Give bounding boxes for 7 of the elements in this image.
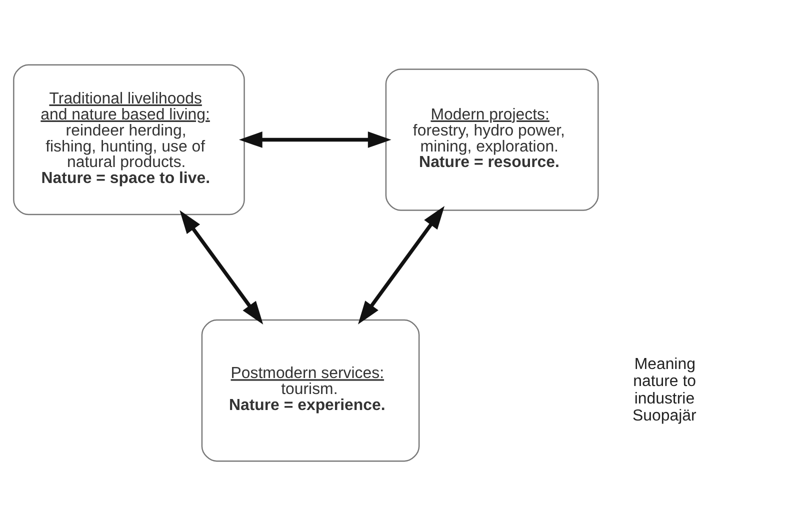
node-box: Postmodern services: tourism. Nature = experience. bbox=[201, 319, 420, 462]
arrow bbox=[358, 206, 445, 324]
node-box: Modern projects: forestry, hydro power, mining, exploration. Nature = resource. bbox=[385, 68, 599, 211]
label: Meaning nature to industrie Suopajär bbox=[632, 356, 696, 424]
node-box: Traditional livelihoods and nature based living: reindeer herding, fishing, hunting, use of natural products. Nature = space to live. bbox=[13, 64, 245, 216]
arrow bbox=[239, 132, 392, 148]
arrow bbox=[180, 210, 264, 325]
